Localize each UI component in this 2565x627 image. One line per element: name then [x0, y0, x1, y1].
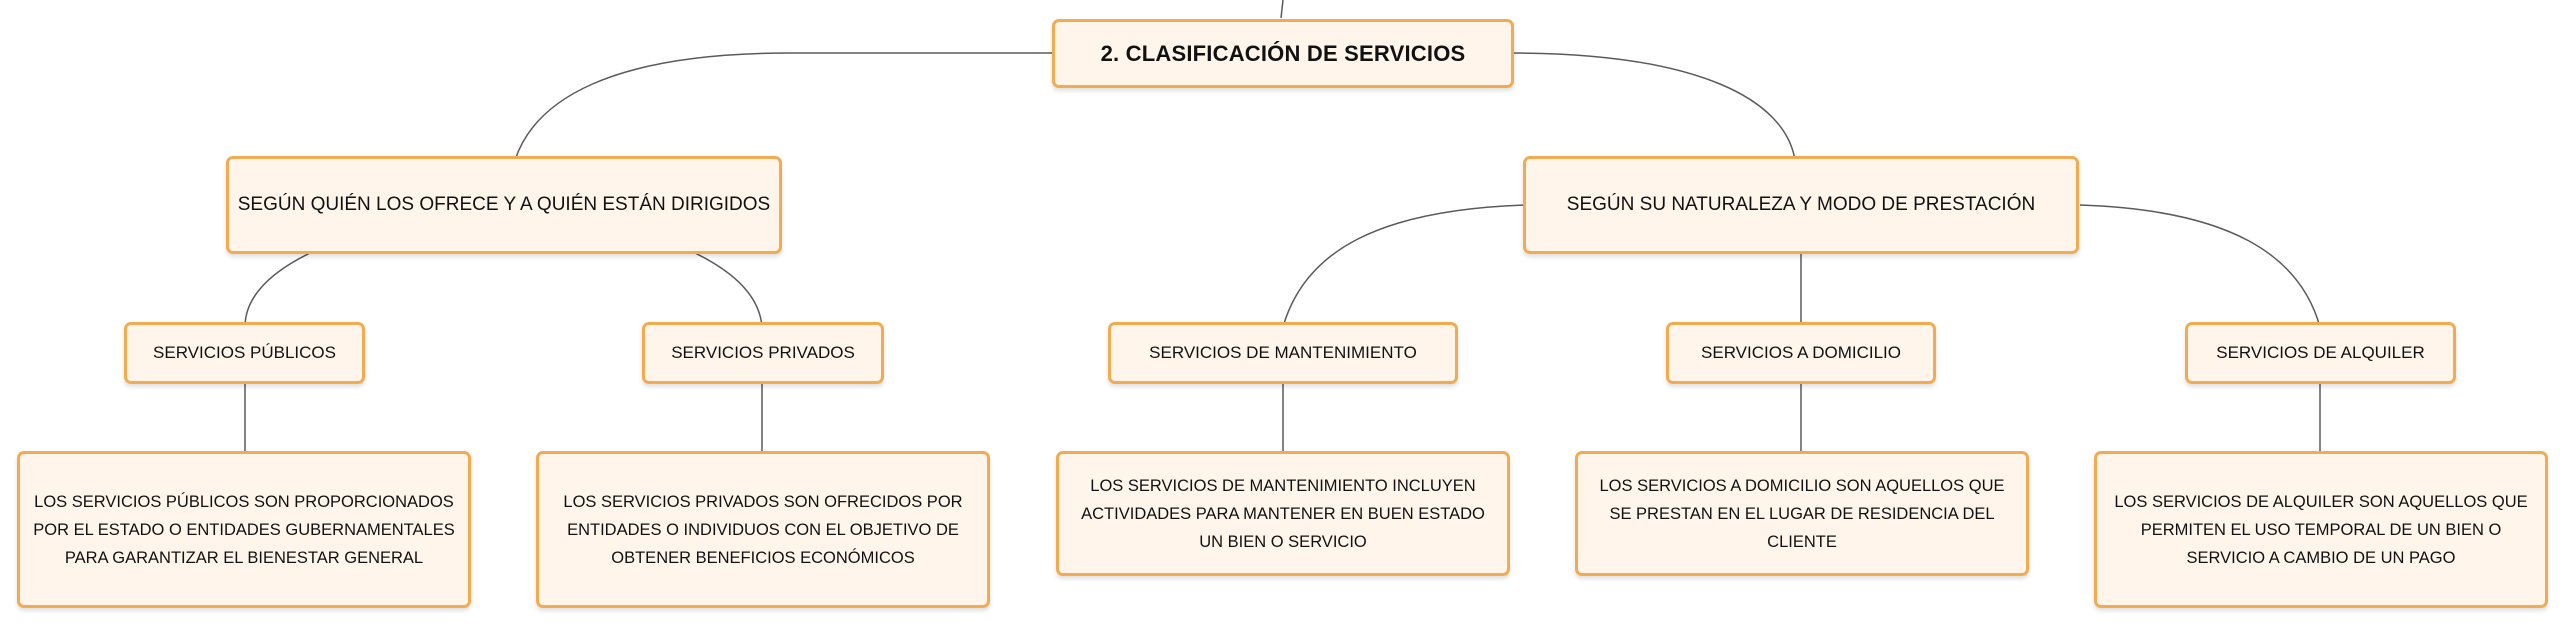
description-node-servicios-mantenimiento[interactable]: LOS SERVICIOS DE MANTENIMIENTO INCLUYEN …: [1056, 451, 1510, 576]
description-node-servicios-domicilio[interactable]: LOS SERVICIOS A DOMICILIO SON AQUELLOS Q…: [1575, 451, 2029, 576]
leaf-label: SERVICIOS PRIVADOS: [671, 343, 855, 362]
description-text: LOS SERVICIOS DE MANTENIMIENTO INCLUYEN …: [1081, 476, 1485, 551]
description-node-servicios-privados[interactable]: LOS SERVICIOS PRIVADOS SON OFRECIDOS POR…: [536, 451, 990, 608]
connector-branch2-mantenimiento: [1282, 204, 1526, 328]
description-text: LOS SERVICIOS DE ALQUILER SON AQUELLOS Q…: [2114, 492, 2528, 567]
root-label: 2. CLASIFICACIÓN DE SERVICIOS: [1100, 40, 1466, 66]
leaf-node-servicios-domicilio[interactable]: SERVICIOS A DOMICILIO: [1666, 322, 1936, 384]
connector-branch1-publicos: [244, 252, 311, 328]
connector-branch2-alquiler: [2079, 204, 2321, 328]
description-node-servicios-publicos[interactable]: LOS SERVICIOS PÚBLICOS SON PROPORCIONADO…: [17, 451, 471, 608]
branch-label: SEGÚN SU NATURALEZA Y MODO DE PRESTACIÓN: [1566, 194, 2036, 215]
branch-label: SEGÚN QUIÉN LOS OFRECE Y A QUIÉN ESTÁN D…: [237, 194, 771, 215]
description-text: LOS SERVICIOS PÚBLICOS SON PROPORCIONADO…: [33, 492, 455, 567]
description-text: LOS SERVICIOS PRIVADOS SON OFRECIDOS POR…: [563, 492, 963, 567]
leaf-node-servicios-privados[interactable]: SERVICIOS PRIVADOS: [642, 322, 884, 384]
connector-root-parent: [1280, 0, 1284, 19]
description-text: LOS SERVICIOS A DOMICILIO SON AQUELLOS Q…: [1599, 476, 2005, 551]
leaf-label: SERVICIOS PÚBLICOS: [153, 343, 336, 362]
leaf-label: SERVICIOS DE MANTENIMIENTO: [1149, 343, 1417, 362]
root-node[interactable]: 2. CLASIFICACIÓN DE SERVICIOS: [1052, 19, 1514, 88]
leaf-label: SERVICIOS A DOMICILIO: [1701, 343, 1901, 362]
description-node-servicios-alquiler[interactable]: LOS SERVICIOS DE ALQUILER SON AQUELLOS Q…: [2094, 451, 2548, 608]
leaf-node-servicios-mantenimiento[interactable]: SERVICIOS DE MANTENIMIENTO: [1108, 322, 1458, 384]
connector-branch1-privados: [694, 252, 763, 328]
leaf-node-servicios-publicos[interactable]: SERVICIOS PÚBLICOS: [124, 322, 365, 384]
connector-root-branch-2: [1509, 52, 1796, 161]
leaf-node-servicios-alquiler[interactable]: SERVICIOS DE ALQUILER: [2185, 322, 2456, 384]
branch-node-naturaleza[interactable]: SEGÚN SU NATURALEZA Y MODO DE PRESTACIÓN: [1523, 156, 2079, 254]
branch-node-quien-ofrece[interactable]: SEGÚN QUIÉN LOS OFRECE Y A QUIÉN ESTÁN D…: [226, 156, 782, 254]
leaf-label: SERVICIOS DE ALQUILER: [2216, 343, 2425, 362]
connector-root-branch-1: [514, 52, 1052, 161]
